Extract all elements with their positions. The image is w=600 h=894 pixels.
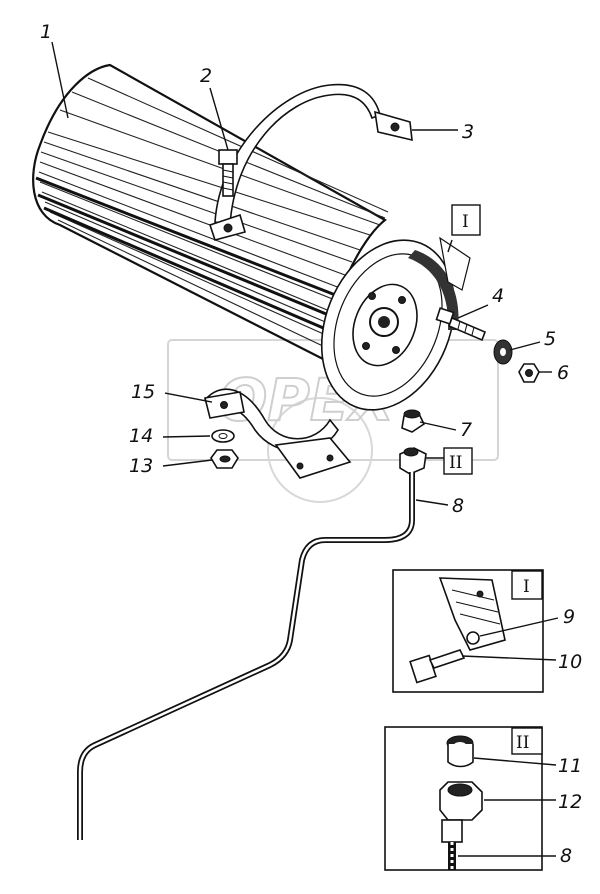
fitting-7 — [399, 409, 427, 475]
nut-13 — [210, 449, 239, 469]
detail-view-I-label: I — [523, 577, 530, 597]
lower-clamp-strap — [204, 388, 352, 479]
callout-14: 14 — [129, 425, 153, 447]
callout-2: 2 — [200, 65, 212, 87]
bolt-2 — [218, 149, 238, 197]
callout-1: 1 — [40, 21, 52, 43]
detail-view-II-label: II — [516, 733, 529, 753]
callout-12: 12 — [558, 791, 582, 813]
washer-14 — [211, 429, 235, 443]
nut-6 — [518, 363, 540, 383]
detail-marker-I-label: I — [462, 212, 469, 232]
upper-clamp-strap — [208, 83, 413, 241]
callout-8: 8 — [452, 495, 464, 517]
detail-view-I: I — [392, 569, 559, 693]
callout-11: 11 — [558, 755, 582, 777]
callout-labels: 1 2 3 4 5 6 7 8 9 10 11 12 14 13 15 8 — [40, 21, 582, 867]
washer-5 — [493, 339, 513, 365]
callout-13: 13 — [129, 455, 153, 477]
leader-lines — [51, 41, 552, 506]
callout-5: 5 — [544, 328, 556, 350]
callout-15: 15 — [131, 381, 155, 403]
detail-marker-II: II — [443, 447, 473, 475]
fuel-pipe-8 — [77, 472, 415, 840]
heater-cylinder — [32, 63, 471, 411]
callout-9: 9 — [563, 606, 575, 628]
callout-4: 4 — [492, 285, 504, 307]
callout-7: 7 — [460, 419, 472, 441]
callout-6: 6 — [557, 362, 569, 384]
detail-marker-I: I — [451, 204, 481, 236]
detail-marker-II-label: II — [449, 453, 462, 473]
bolt-4 — [435, 307, 487, 342]
callout-8-detail: 8 — [560, 845, 572, 867]
callout-3: 3 — [462, 121, 474, 143]
detail-view-II: II — [384, 726, 557, 871]
callout-10: 10 — [558, 651, 582, 673]
